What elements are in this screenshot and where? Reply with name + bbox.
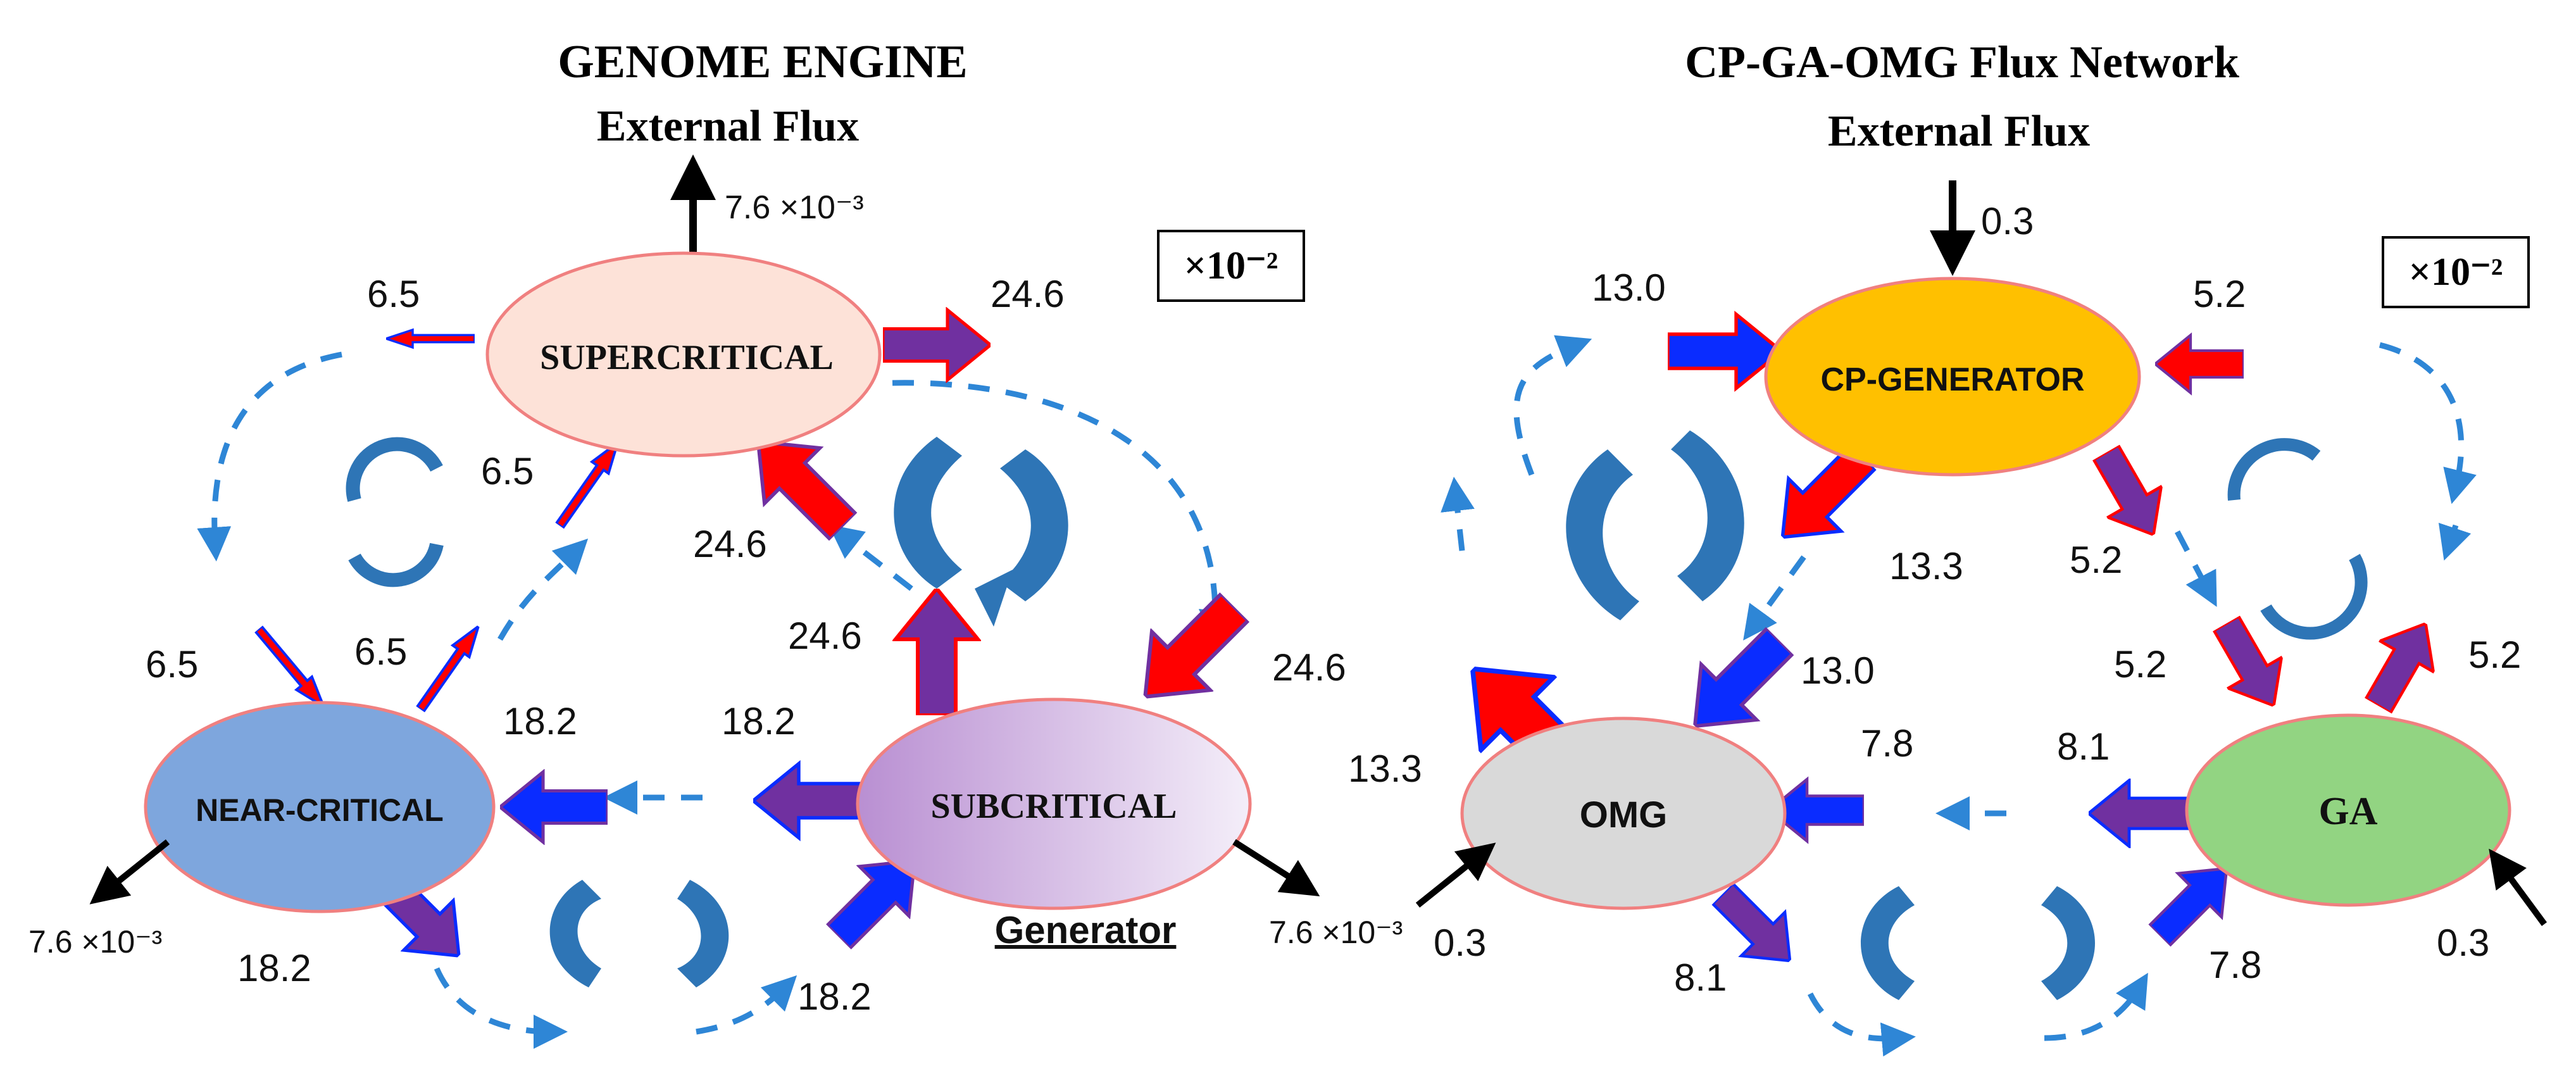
- flux-label-omg-in-top: 13.0: [1801, 649, 1875, 692]
- flux-label-external-omg: 0.3: [1434, 922, 1486, 964]
- flux-label-cp-in-right: 5.2: [2193, 273, 2246, 315]
- flux-label-sub-left: 18.2: [722, 700, 796, 742]
- generator-label: Generator: [995, 909, 1177, 951]
- node-omg: OMG: [1460, 717, 1787, 910]
- flux-label-omg-down: 8.1: [1674, 956, 1727, 999]
- flux-label-cp-in-left: 13.0: [1592, 266, 1666, 309]
- cycle-icon-left-center: [894, 437, 1068, 627]
- right-dashed-cycles: [1441, 335, 2477, 1057]
- node-supercritical: SUPERCRITICAL: [485, 251, 882, 458]
- flux-label-right-external-top: 0.3: [1981, 200, 2034, 242]
- svg-text:OMG: OMG: [1580, 794, 1668, 836]
- cycle-icon-right-bottom: [1861, 886, 2095, 1000]
- flux-label-ga-in-top: 5.2: [2114, 643, 2166, 685]
- right-scale-note: ×10⁻²: [2382, 236, 2530, 308]
- svg-text:×10⁻²: ×10⁻²: [2409, 251, 2503, 294]
- flux-label-super-out-left: 6.5: [367, 273, 420, 315]
- right-subtitle: External Flux: [1828, 107, 2090, 156]
- svg-text:CP-GENERATOR: CP-GENERATOR: [1821, 361, 2085, 398]
- flux-label-omg-in-right: 7.8: [1861, 722, 1913, 765]
- svg-text:×10⁻²: ×10⁻²: [1184, 244, 1279, 287]
- right-flux-labels: 13.0 5.2 13.3 5.2 13.0 13.3 5.2 5.2 7.8 …: [1348, 266, 2521, 999]
- flux-label-external-sub: 7.6 ×10⁻³: [1269, 915, 1403, 950]
- flux-label-ga-left: 8.1: [2057, 725, 2110, 768]
- flux-label-sub-in-bottom: 18.2: [797, 975, 872, 1018]
- flux-label-external-top: 7.6 ×10⁻³: [725, 189, 864, 226]
- external-flux-near-arrow: [89, 839, 170, 905]
- flux-label-ga-in-bottom: 7.8: [2209, 944, 2261, 986]
- flux-label-near-down: 18.2: [237, 947, 311, 989]
- cycle-icon-right-top: [2227, 438, 2368, 640]
- svg-text:SUPERCRITICAL: SUPERCRITICAL: [540, 338, 834, 377]
- cycle-icon-left-top: [346, 437, 444, 587]
- node-subcritical: SUBCRITICAL: [856, 698, 1252, 910]
- flux-label-super-to-near: 6.5: [146, 643, 198, 685]
- external-flux-sub-arrow: [1232, 839, 1320, 897]
- flux-label-super-out-right: 24.6: [991, 273, 1065, 315]
- external-flux-omg-arrow: [1415, 842, 1496, 908]
- cycle-icon-right-left: [1566, 430, 1744, 620]
- left-panel: GENOME ENGINE External Flux ×10⁻² 7.6 ×1…: [28, 36, 1403, 1049]
- flux-label-ga-up: 5.2: [2468, 634, 2521, 676]
- left-subtitle: External Flux: [597, 102, 859, 151]
- node-cp-generator: CP-GENERATOR: [1764, 277, 2141, 477]
- flux-label-near-to-super: 6.5: [481, 450, 534, 492]
- flux-label-sub-up: 24.6: [788, 615, 862, 657]
- right-title: CP-GA-OMG Flux Network: [1685, 37, 2239, 87]
- left-title: GENOME ENGINE: [558, 36, 968, 88]
- external-flux-ga-arrow: [2489, 848, 2548, 926]
- flux-label-sub-to-super: 24.6: [693, 523, 767, 565]
- flux-label-external-near: 7.6 ×10⁻³: [28, 924, 162, 960]
- flux-label-omg-up: 13.3: [1348, 748, 1422, 790]
- node-ga: GA: [2185, 713, 2511, 907]
- svg-text:NEAR-CRITICAL: NEAR-CRITICAL: [196, 792, 444, 828]
- node-near-critical: NEAR-CRITICAL: [144, 701, 496, 913]
- flux-label-cp-out-right: 5.2: [2070, 539, 2122, 581]
- flux-label-near-in: 18.2: [503, 700, 577, 742]
- flux-label-cp-out-left: 13.3: [1889, 545, 1963, 587]
- flux-label-super-to-sub: 24.6: [1272, 646, 1346, 689]
- svg-text:GA: GA: [2319, 790, 2378, 833]
- cycle-icon-left-bottom: [549, 880, 729, 987]
- flux-label-external-ga: 0.3: [2437, 922, 2489, 964]
- flux-label-near-up: 6.5: [354, 630, 407, 673]
- svg-text:SUBCRITICAL: SUBCRITICAL: [931, 787, 1177, 826]
- left-flux-labels: 6.5 24.6 6.5 24.6 6.5 6.5 18.2 18.2 24.6…: [28, 273, 1403, 1018]
- left-scale-note: ×10⁻²: [1157, 230, 1305, 302]
- right-panel: CP-GA-OMG Flux Network External Flux ×10…: [1348, 37, 2548, 1057]
- left-dashed-cycles: [197, 351, 1233, 1049]
